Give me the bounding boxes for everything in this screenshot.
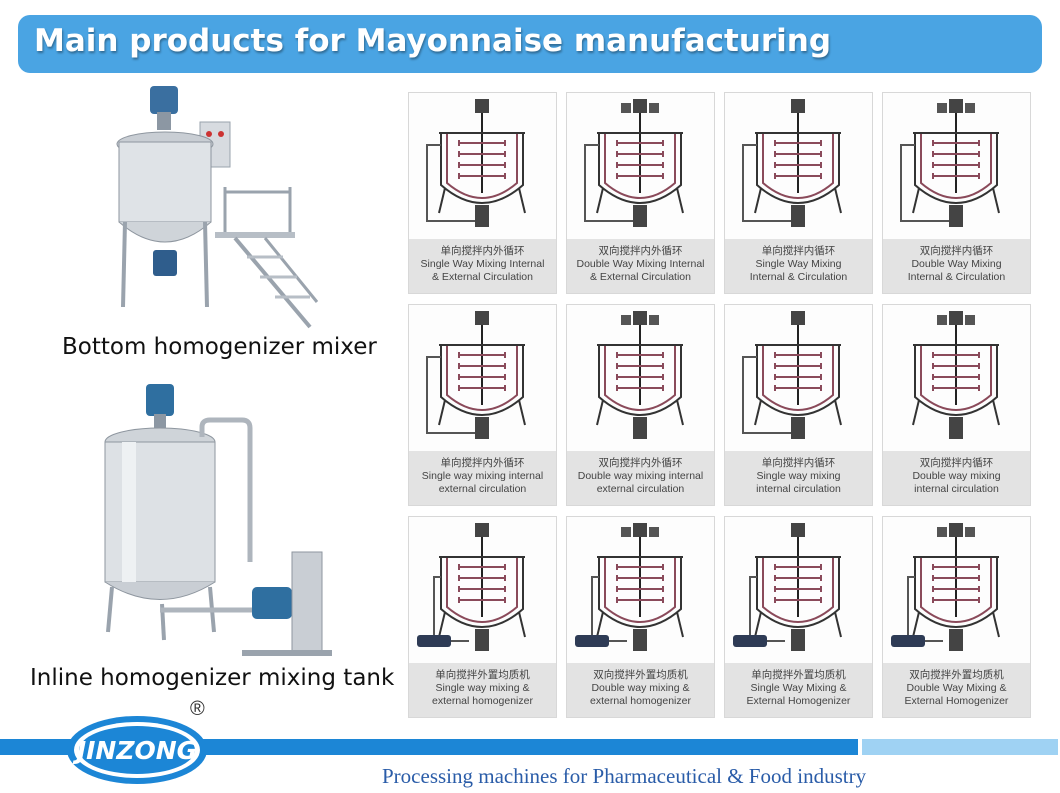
label-chinese: 单向搅拌外置均质机 (751, 669, 846, 681)
tank-schematic-icon (584, 99, 684, 227)
label-english: internal circulation (756, 483, 841, 495)
label-chinese: 双向搅拌内循环 (919, 245, 994, 257)
label-chinese: 双向搅拌内外循环 (598, 245, 683, 257)
tank-schematic-icon (426, 311, 526, 439)
label-english: external homogenizer (590, 695, 691, 707)
label-english: External Homogenizer (904, 695, 1009, 707)
registered-mark: ® (190, 698, 205, 720)
logo-wordmark: JINZONG (72, 736, 197, 765)
label-chinese: 单向搅拌内外循环 (440, 457, 525, 469)
tank-schematic-icon (900, 99, 1000, 227)
label-english: internal circulation (914, 483, 999, 495)
label-chinese: 双向搅拌外置均质机 (593, 669, 688, 681)
tank-schematic-icon (742, 311, 842, 439)
label-english: Single Way Mixing & (750, 682, 847, 694)
footer-tagline: Processing machines for Pharmaceutical &… (382, 764, 867, 788)
label-english: external circulation (438, 483, 527, 495)
tank-schematic-icon (575, 523, 684, 651)
label-english: Double Way Mixing Internal (576, 258, 705, 270)
label-english: Single way mixing & (435, 682, 530, 694)
bottom-homogenizer-caption: Bottom homogenizer mixer (62, 334, 377, 360)
label-english: Internal & Circulation (749, 271, 848, 283)
tank-schematic-icon (417, 523, 526, 651)
tank-schematic-icon (742, 99, 842, 227)
page-title: Main products for Mayonnaise manufacturi… (34, 23, 832, 59)
label-chinese: 双向搅拌内外循环 (598, 457, 683, 469)
label-chinese: 双向搅拌内循环 (919, 457, 994, 469)
bottom-homogenizer-mixer-photo (105, 82, 320, 337)
inline-homogenizer-caption: Inline homogenizer mixing tank (30, 665, 395, 691)
inline-homogenizer-tank-photo (102, 382, 342, 672)
label-english: Internal & Circulation (907, 271, 1006, 283)
label-english: external circulation (596, 483, 685, 495)
label-chinese: 单向搅拌内循环 (761, 245, 836, 257)
label-english: Double way mixing & (591, 682, 690, 694)
label-chinese: 单向搅拌内外循环 (440, 245, 525, 257)
label-english: Double way mixing internal (577, 470, 704, 482)
tank-schematic-icon (733, 523, 842, 651)
label-chinese: 单向搅拌外置均质机 (435, 669, 530, 681)
label-english: Double Way Mixing (911, 258, 1002, 270)
label-english: Double Way Mixing & (906, 682, 1007, 694)
tank-schematic-icon (891, 523, 1000, 651)
label-english: & External Circulation (432, 271, 533, 283)
label-english: Double way mixing (912, 470, 1001, 482)
label-english: Single way mixing internal (421, 470, 544, 482)
label-english: Single Way Mixing Internal (420, 258, 545, 270)
label-english: External Homogenizer (746, 695, 851, 707)
label-chinese: 单向搅拌内循环 (761, 457, 836, 469)
label-english: external homogenizer (432, 695, 533, 707)
label-english: Single Way Mixing (755, 258, 842, 270)
footer-band (0, 739, 1058, 755)
label-english: & External Circulation (590, 271, 691, 283)
tank-schematic-icon (596, 311, 684, 439)
jinzong-logo: JINZONG (64, 712, 214, 793)
tank-schematic-icon (912, 311, 1000, 439)
title-banner: Main products for Mayonnaise manufacturi… (18, 15, 1042, 73)
tank-schematic-icon (426, 99, 526, 227)
label-chinese: 双向搅拌外置均质机 (909, 669, 1004, 681)
label-english: Single way mixing (756, 470, 841, 482)
